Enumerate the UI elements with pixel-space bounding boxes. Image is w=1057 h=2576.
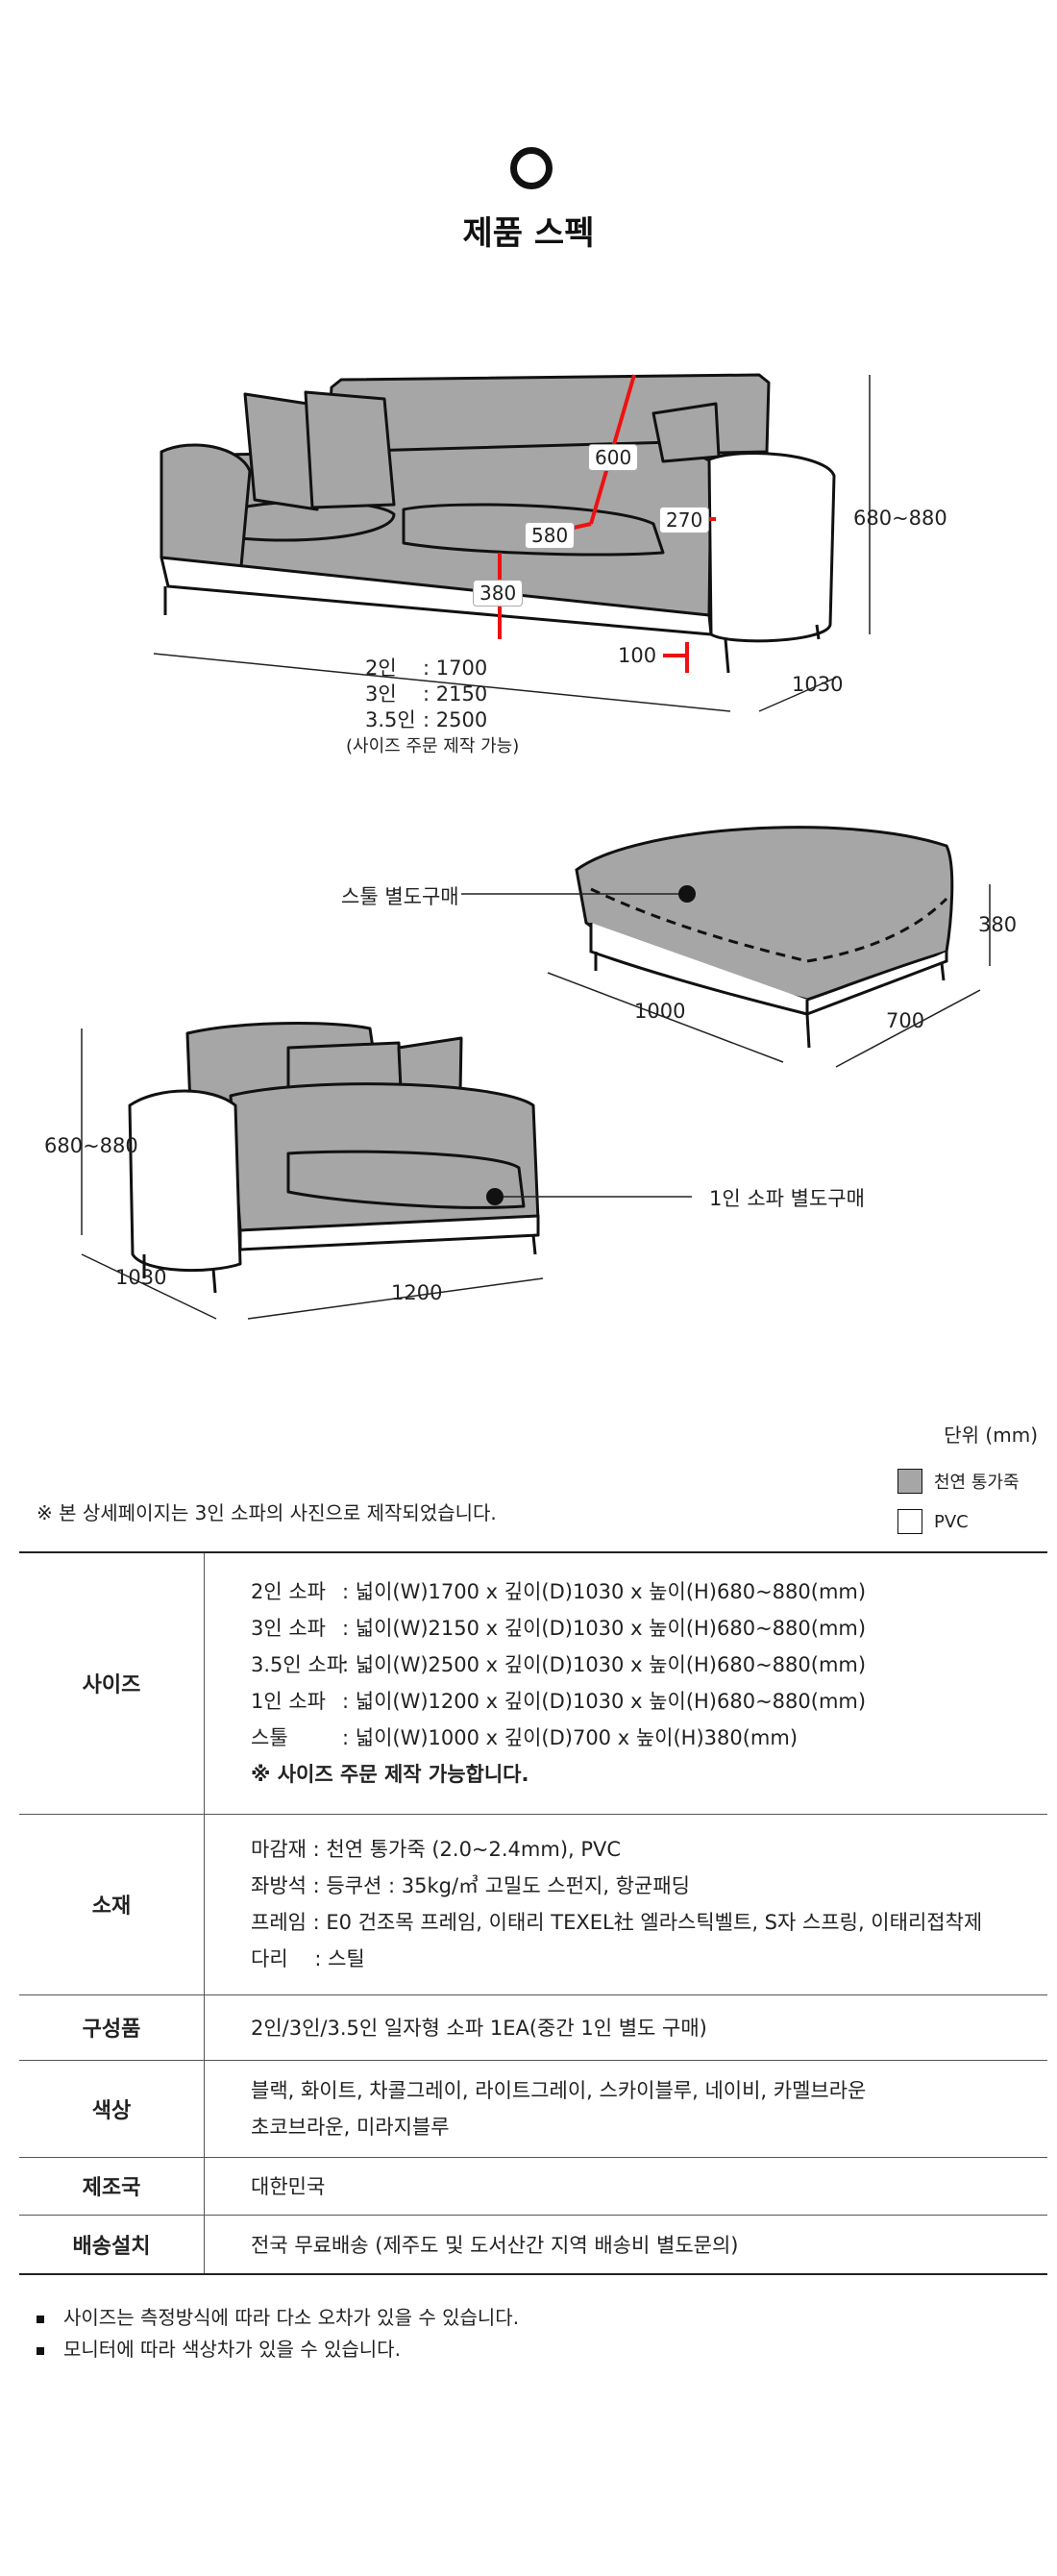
stool-drawing <box>575 826 954 1049</box>
footnote-1: 사이즈는 측정방식에 따라 다소 오차가 있을 수 있습니다. <box>37 2302 519 2330</box>
dim-back-height: 600 <box>588 444 639 471</box>
spec-row-components: 구성품 2인/3인/3.5인 일자형 소파 1EA(중간 1인 별도 구매) <box>19 1994 1047 2061</box>
stool-label: 스툴 별도구매 <box>341 885 459 908</box>
width-row-1: 3인: 2150 <box>365 682 488 706</box>
leather-swatch <box>897 1469 922 1494</box>
pvc-swatch <box>897 1509 922 1534</box>
section-title: 제품 스펙 <box>462 214 595 253</box>
dim-sofa-depth: 1030 <box>792 673 844 696</box>
footnote-2: 모니터에 따라 색상차가 있을 수 있습니다. <box>37 2334 401 2362</box>
sofa-arm-right <box>707 452 836 643</box>
dim-stool-height: 380 <box>978 913 1018 936</box>
sofa-pillow <box>243 392 319 511</box>
spec-row-shipping: 배송설치 전국 무료배송 (제주도 및 도서산간 지역 배송비 별도문의) <box>19 2215 1047 2275</box>
unit-label: 단위 (mm) <box>944 1424 1038 1447</box>
width-row-0: 2인: 1700 <box>365 656 488 680</box>
dim-single-depth: 1030 <box>115 1266 167 1289</box>
dim-stool-width: 1000 <box>634 1000 686 1023</box>
width-row-2: 3.5인: 2500 <box>365 708 488 731</box>
legend-item-pvc: PVC <box>897 1509 1038 1534</box>
dim-single-width: 1200 <box>391 1281 443 1304</box>
legend-item-leather: 천연 통가죽 <box>897 1469 1038 1494</box>
spec-row-origin: 제조국 대한민국 <box>19 2157 1047 2216</box>
spec-row-colors: 색상 블랙, 화이트, 차콜그레이, 라이트그레이, 스카이블루, 네이비, 카… <box>19 2060 1047 2158</box>
dim-leg-height: 100 <box>618 644 657 667</box>
bullet-icon <box>37 2315 44 2323</box>
photo-notice: ※ 본 상세페이지는 3인 소파의 사진으로 제작되었습니다. <box>37 1501 497 1524</box>
spec-table: 사이즈 2인 소파: 넓이(W)1700 x 깊이(D)1030 x 높이(H)… <box>19 1551 1047 2275</box>
product-drawings <box>81 373 991 1320</box>
material-legend: 단위 (mm) 천연 통가죽 PVC <box>874 1420 1038 1549</box>
dim-sofa-height: 680~880 <box>853 507 947 530</box>
spec-row-material: 소재 마감재 : 천연 통가죽 (2.0~2.4mm), PVC 좌방석 : 등… <box>19 1814 1047 1995</box>
dim-stool-depth: 700 <box>886 1009 925 1032</box>
single-sofa-label: 1인 소파 별도구매 <box>709 1187 865 1210</box>
dim-arm-height: 270 <box>659 507 710 533</box>
dim-seat-depth: 580 <box>525 522 576 549</box>
spec-row-size: 사이즈 2인 소파: 넓이(W)1700 x 깊이(D)1030 x 높이(H)… <box>19 1551 1047 1815</box>
dim-seat-height: 380 <box>473 580 524 607</box>
custom-size-note: (사이즈 주문 제작 가능) <box>346 736 520 756</box>
single-sofa-drawing <box>128 1022 540 1294</box>
circle-mark-icon <box>510 147 553 189</box>
bullet-icon <box>37 2346 44 2355</box>
sofa-width-list: 2인: 1700 3인: 2150 3.5인: 2500 (사이즈 주문 제작 … <box>346 656 519 759</box>
dim-single-height: 680~880 <box>44 1134 138 1157</box>
